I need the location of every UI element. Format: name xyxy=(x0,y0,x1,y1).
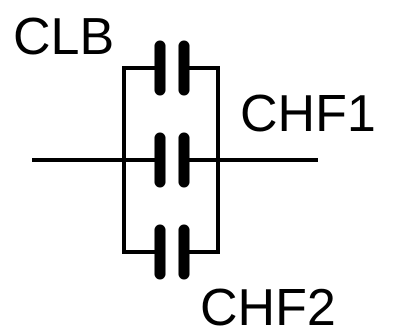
capacitor-top xyxy=(154,40,190,96)
capacitor-middle xyxy=(154,132,190,188)
label-chf1: CHF1 xyxy=(240,85,376,143)
label-clb: CLB xyxy=(13,8,114,66)
capacitor-bottom xyxy=(154,224,190,280)
wiring xyxy=(32,66,318,254)
label-chf2: CHF2 xyxy=(200,279,336,331)
